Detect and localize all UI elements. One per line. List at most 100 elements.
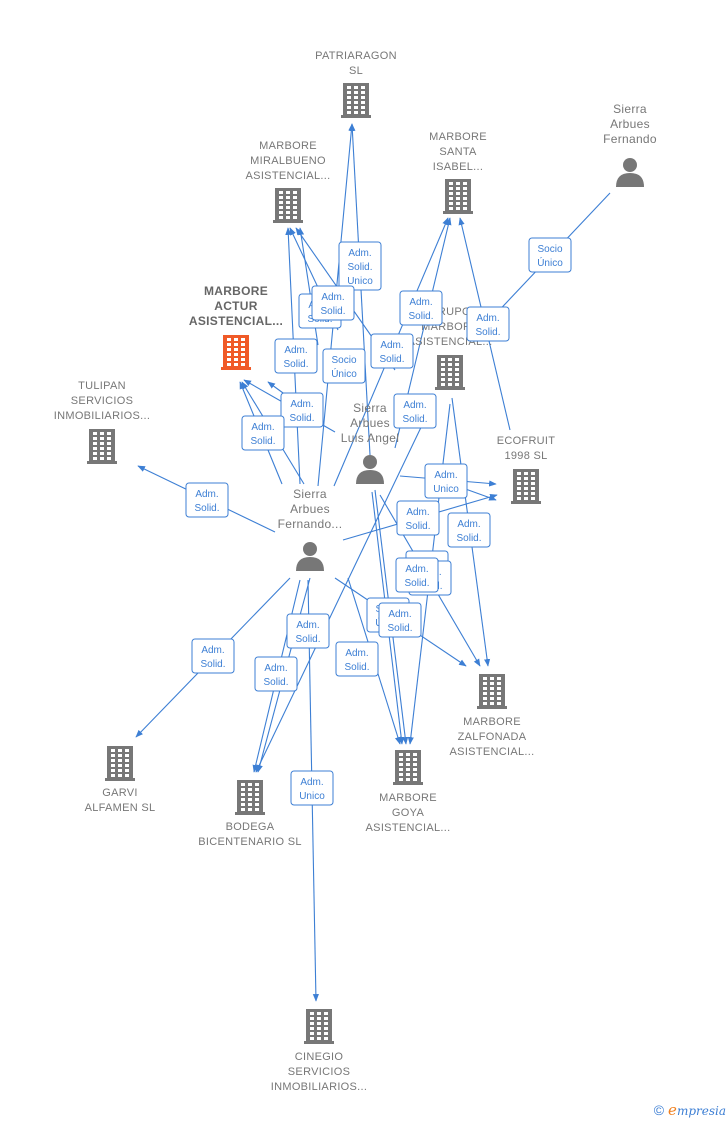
- node-actur[interactable]: MARBOREACTURASISTENCIAL...: [189, 284, 283, 370]
- badge-label: Solid.: [344, 662, 369, 673]
- building-window: [248, 783, 252, 786]
- node-miralbueno[interactable]: MARBOREMIRALBUENOASISTENCIAL...: [246, 140, 331, 223]
- node-label-line: Sierra: [293, 487, 327, 501]
- relation-badge[interactable]: Adm.Solid.: [466, 306, 510, 342]
- building-window: [483, 682, 487, 685]
- building-window: [347, 111, 351, 114]
- relation-badge[interactable]: Adm.Solid.: [185, 482, 229, 518]
- building-window: [347, 86, 351, 89]
- building-window: [517, 477, 521, 480]
- relation-badge[interactable]: Adm.Solid.: [370, 333, 414, 369]
- badge-label: Único: [331, 367, 357, 380]
- badge-label: Solid.: [408, 311, 433, 322]
- badge-box: [447, 512, 491, 548]
- building-window: [107, 432, 111, 435]
- relation-badge[interactable]: Adm.Solid.: [280, 392, 324, 428]
- building-window: [279, 196, 283, 199]
- building-window: [531, 487, 535, 490]
- relation-badge[interactable]: Adm.Solid.: [447, 512, 491, 548]
- node-santaisabel[interactable]: MARBORESANTAISABEL...: [429, 131, 487, 214]
- building-window: [324, 1022, 328, 1025]
- building-window: [413, 758, 417, 761]
- node-tulipan[interactable]: TULIPANSERVICIOSINMOBILIARIOS...: [54, 380, 150, 464]
- building-icon: [304, 1009, 334, 1044]
- node-label-line: SANTA: [439, 146, 477, 158]
- badge-label: Unico: [299, 791, 325, 802]
- badge-label: Solid.: [405, 521, 430, 532]
- building-window: [241, 353, 245, 356]
- building-window: [531, 497, 535, 500]
- building-base: [273, 220, 303, 223]
- building-window: [255, 808, 259, 811]
- relation-badge[interactable]: Adm.Solid.: [395, 557, 439, 593]
- building-window: [293, 211, 297, 214]
- relation-badge[interactable]: Adm. Solid.: [399, 290, 443, 326]
- relation-badge[interactable]: Adm.Solid.: [241, 415, 285, 451]
- relation-badge[interactable]: Adm.Solid.: [286, 613, 330, 649]
- node-label-line: MARBORE: [204, 284, 268, 298]
- node-label-line: 1998 SL: [504, 450, 547, 462]
- node-sierra-fernando2[interactable]: SierraArbuesFernando...: [278, 487, 343, 571]
- building-base: [105, 778, 135, 781]
- relation-badge[interactable]: Adm.Unico: [424, 463, 468, 499]
- node-label-line: ISABEL...: [433, 161, 483, 173]
- node-cinegio[interactable]: CINEGIOSERVICIOSINMOBILIARIOS...: [271, 1009, 367, 1093]
- relation-badge[interactable]: Adm.Solid.: [191, 638, 235, 674]
- building-window: [524, 482, 528, 485]
- building-window: [255, 793, 259, 796]
- badge-label: Solid.: [347, 262, 372, 273]
- building-window: [227, 338, 231, 341]
- relation-badge[interactable]: Adm.Solid.: [393, 393, 437, 429]
- node-label-line: ZALFONADA: [458, 731, 527, 743]
- badge-label: Solid.: [456, 533, 481, 544]
- node-zalfonada[interactable]: MARBOREZALFONADAASISTENCIAL...: [450, 674, 535, 758]
- node-label-line: ASISTENCIAL...: [366, 822, 451, 834]
- relation-badge[interactable]: Adm.Solid.Unico: [338, 241, 382, 291]
- relation-badge[interactable]: Adm.Solid.: [378, 602, 422, 638]
- building-window: [279, 216, 283, 219]
- relation-badge[interactable]: Adm.Solid.: [311, 285, 355, 321]
- building-window: [324, 1017, 328, 1020]
- footer-brand[interactable]: ©empresia: [654, 1101, 726, 1119]
- building-window: [234, 348, 238, 351]
- relation-badge[interactable]: Adm.Solid.: [274, 338, 318, 374]
- node-label-line: BODEGA: [226, 821, 275, 833]
- building-window: [286, 196, 290, 199]
- building-window: [456, 197, 460, 200]
- badge-label: Unico: [347, 276, 373, 287]
- building-window: [286, 201, 290, 204]
- badge-box: [191, 638, 235, 674]
- building-window: [286, 191, 290, 194]
- building-window: [524, 492, 528, 495]
- building-window: [463, 192, 467, 195]
- building-window: [125, 754, 129, 757]
- node-label-line: GOYA: [392, 807, 425, 819]
- node-label-line: ACTUR: [214, 299, 258, 313]
- relation-badge[interactable]: Adm.Solid.: [335, 641, 379, 677]
- badge-box: [335, 641, 379, 677]
- person-head: [623, 158, 637, 172]
- building-window: [100, 432, 104, 435]
- relation-badge[interactable]: Adm.Solid.: [396, 500, 440, 536]
- person-body: [356, 470, 384, 484]
- building-icon: [235, 780, 265, 815]
- relation-badge[interactable]: Adm.Unico: [290, 770, 334, 806]
- building-window: [234, 343, 238, 346]
- relation-badge[interactable]: Adm.Solid.: [254, 656, 298, 692]
- building-window: [286, 206, 290, 209]
- person-icon: [616, 158, 644, 187]
- building-window: [125, 774, 129, 777]
- building-window: [234, 338, 238, 341]
- node-label-line: SERVICIOS: [71, 395, 133, 407]
- node-goya[interactable]: MARBOREGOYAASISTENCIAL...: [366, 750, 451, 834]
- badge-label: Adm.: [409, 297, 432, 308]
- node-label-line: ASISTENCIAL...: [189, 314, 283, 328]
